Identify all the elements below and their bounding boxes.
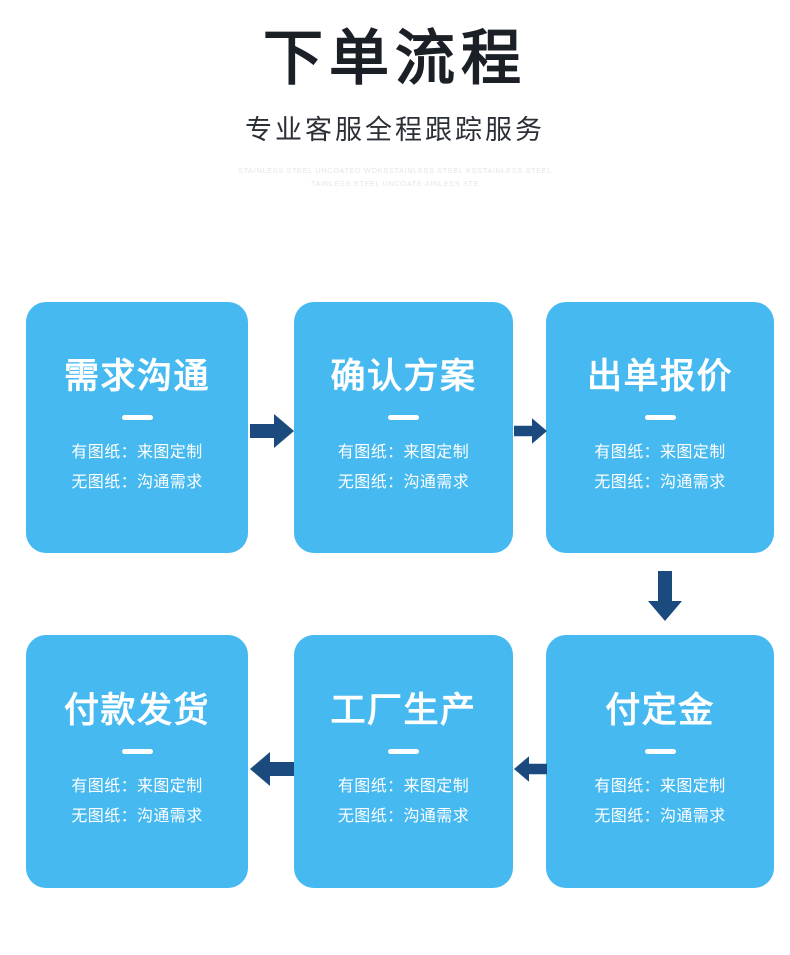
flow-step-detail-4b: 无图纸：沟通需求 [594, 806, 726, 826]
divider-line-3 [644, 415, 676, 421]
flow-step-detail-4a: 有图纸：来图定制 [594, 776, 726, 796]
english-caption-line-2: TAINLESS STEEL UNCOATE AINLESS STE [310, 179, 480, 189]
divider-line-2 [388, 415, 419, 421]
arrow-down-icon [648, 571, 682, 621]
arrow-left-icon-1 [514, 752, 547, 786]
divider-line-5 [388, 749, 419, 755]
flow-step-title-6: 付款发货 [63, 690, 210, 731]
flow-step-title-5: 工厂生产 [330, 690, 477, 731]
arrow-right-icon-2 [514, 414, 547, 448]
flow-step-detail-1b: 无图纸：沟通需求 [71, 472, 203, 492]
flow-step-detail-3a: 有图纸：来图定制 [594, 442, 726, 462]
flow-step-card-1[interactable]: 需求沟通 有图纸：来图定制 无图纸：沟通需求 [26, 302, 248, 553]
flow-step-detail-6b: 无图纸：沟通需求 [71, 806, 203, 826]
flow-step-title-4: 付定金 [605, 690, 715, 731]
page-subtitle: 专业客服全程跟踪服务 [245, 115, 545, 147]
page-title: 下单流程 [263, 24, 527, 94]
flow-step-title-1: 需求沟通 [63, 356, 210, 397]
flow-step-card-5[interactable]: 工厂生产 有图纸：来图定制 无图纸：沟通需求 [294, 635, 513, 888]
divider-line-6 [121, 749, 153, 755]
english-caption-block: STAINLESS STEEL UNCOATED WOKSSTAINLESS S… [0, 164, 790, 192]
flow-step-detail-1a: 有图纸：来图定制 [71, 442, 203, 462]
divider-line-1 [121, 415, 153, 421]
arrow-left-icon-2 [250, 752, 294, 786]
flow-step-card-6[interactable]: 付款发货 有图纸：来图定制 无图纸：沟通需求 [26, 635, 248, 888]
flow-step-card-2[interactable]: 确认方案 有图纸：来图定制 无图纸：沟通需求 [294, 302, 513, 553]
flow-step-title-2: 确认方案 [330, 356, 477, 397]
flow-step-card-3[interactable]: 出单报价 有图纸：来图定制 无图纸：沟通需求 [546, 302, 774, 553]
header: 下单流程 专业客服全程跟踪服务 STAINLESS STEEL UNCOATED… [0, 0, 790, 191]
flow-step-card-4[interactable]: 付定金 有图纸：来图定制 无图纸：沟通需求 [546, 635, 774, 888]
flow-step-title-3: 出单报价 [586, 356, 733, 397]
divider-line-4 [644, 749, 676, 755]
english-caption-line-1: STAINLESS STEEL UNCOATED WOKSSTAINLESS S… [238, 165, 552, 175]
flow-step-detail-3b: 无图纸：沟通需求 [594, 472, 726, 492]
arrow-right-icon-1 [250, 414, 294, 448]
flow-step-detail-2a: 有图纸：来图定制 [337, 442, 470, 462]
flow-step-detail-2b: 无图纸：沟通需求 [337, 472, 470, 492]
flow-step-detail-5a: 有图纸：来图定制 [337, 776, 470, 796]
flow-step-detail-6a: 有图纸：来图定制 [71, 776, 203, 796]
flow-step-detail-5b: 无图纸：沟通需求 [337, 806, 470, 826]
